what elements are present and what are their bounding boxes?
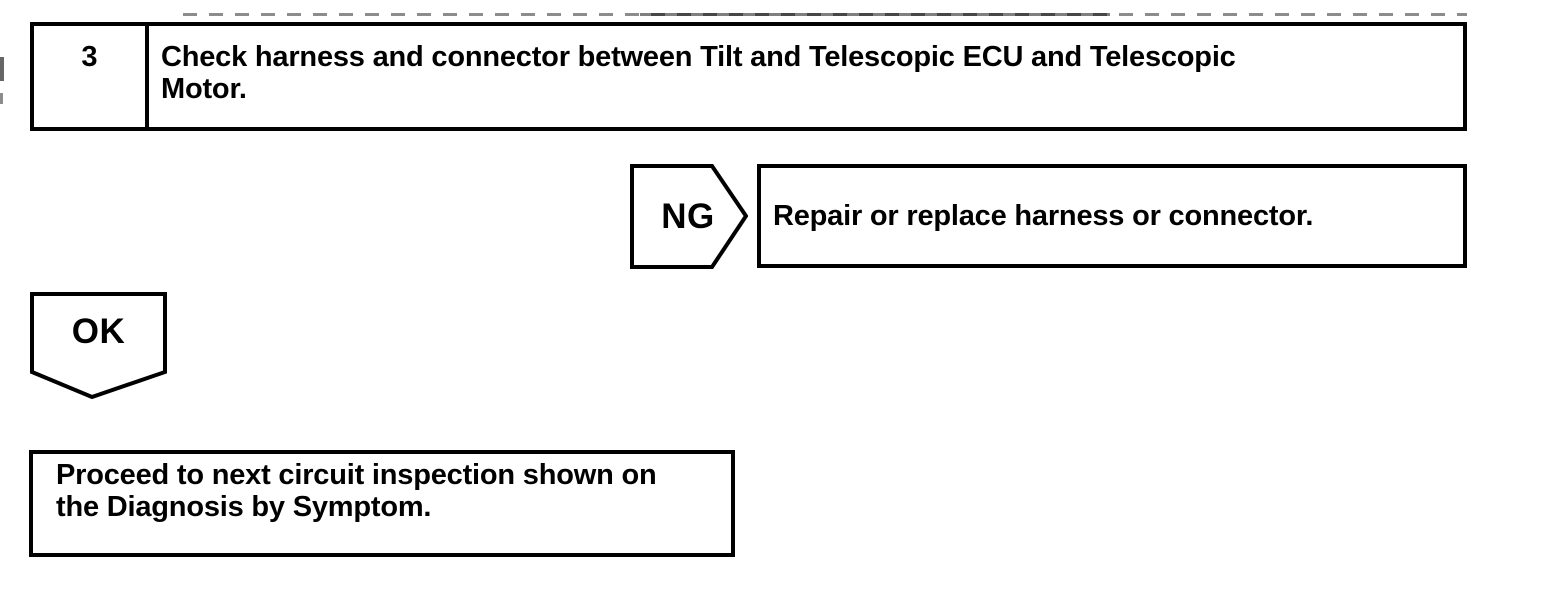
ng-result-box: Repair or replace harness or connector. [757, 164, 1467, 268]
ok-arrow-down-icon [30, 292, 167, 399]
ng-connector: NG [630, 164, 748, 269]
ok-result-box: Proceed to next circuit inspection shown… [29, 450, 735, 557]
ng-label: NG [661, 196, 715, 236]
step-number: 3 [81, 41, 98, 73]
step-box: 3 Check harness and connector between Ti… [30, 22, 1467, 131]
ok-result-text: Proceed to next circuit inspection shown… [56, 459, 657, 523]
scan-artifact-speck [0, 93, 3, 104]
ok-connector: OK [30, 292, 167, 399]
step-instruction: Check harness and connector between Tilt… [161, 41, 1236, 105]
ok-label: OK [71, 312, 126, 351]
scan-artifact-top-line [183, 13, 1467, 16]
ng-result-text: Repair or replace harness or connector. [773, 200, 1314, 232]
scan-artifact-top-line [640, 13, 1110, 16]
ng-arrow-right-icon [630, 164, 748, 269]
scan-artifact-speck [0, 57, 4, 81]
step-number-cell: 3 [34, 26, 149, 127]
